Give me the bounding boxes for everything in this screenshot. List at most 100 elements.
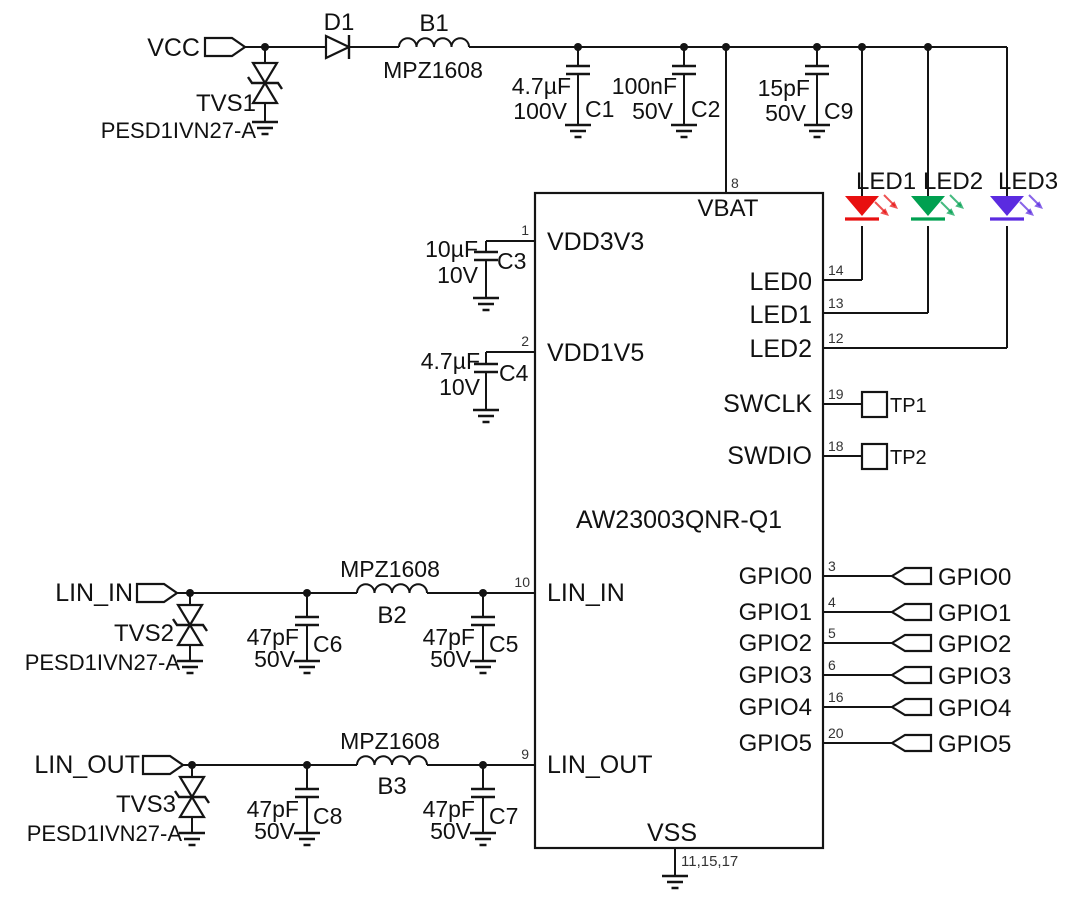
c1-value-label: 4.7µF: [512, 73, 571, 99]
d1-ref-label: D1: [324, 9, 355, 36]
ic-pin-num-lin-out: 9: [521, 746, 529, 762]
tvs1-part-label: PESD1IVN27-A: [101, 118, 257, 143]
c5-ref-label: C5: [489, 631, 518, 657]
ic-pin-label-gpio5: GPIO5: [739, 730, 812, 757]
c5-value-label: 47pF: [423, 624, 475, 650]
gpio0-connector-icon: [890, 566, 933, 586]
c3-ref-label: C3: [497, 248, 526, 274]
led3-symbol: [990, 194, 1043, 221]
gpio5-connector-icon: [890, 733, 933, 753]
c3-rating-label: 10V: [437, 262, 479, 288]
led2-ref-label: LED2: [923, 168, 983, 195]
c7-ref-label: C7: [489, 803, 518, 829]
ic-pin-label-gpio0: GPIO0: [739, 563, 812, 590]
lin-in-net-label: LIN_IN: [55, 579, 133, 607]
junction-dot: [813, 43, 821, 51]
c1-ref-label: C1: [585, 96, 614, 122]
c4-value-label: 4.7µF: [421, 348, 480, 374]
ground-icon: [292, 831, 322, 847]
c4-ref-label: C4: [499, 360, 529, 386]
led3-ref-label: LED3: [998, 168, 1058, 195]
junction-dot: [303, 761, 311, 769]
ic-pin-num-gpio1: 4: [828, 594, 836, 610]
ic-pin-label-vbat: VBAT: [698, 195, 759, 222]
ground-icon: [468, 659, 498, 675]
tp2-pad-icon: [860, 442, 889, 471]
ic-part-number: AW23003QNR-Q1: [576, 506, 782, 534]
ic-pin-label-swdio: SWDIO: [727, 442, 812, 470]
ground-icon: [802, 123, 832, 139]
ground-icon: [563, 123, 593, 139]
gpio5-net-label: GPIO5: [938, 731, 1011, 758]
c2-rating-label: 50V: [632, 98, 674, 124]
ic-pin-num-led2: 12: [828, 330, 844, 346]
c5-rating-label: 50V: [430, 646, 472, 672]
b3-part-label: MPZ1608: [340, 728, 440, 754]
ic-aw23003: AW23003QNR-Q1 VBAT 8 VSS 11,15,17 VDD3V3…: [514, 175, 843, 870]
tvs2-ref-label: TVS2: [114, 620, 174, 647]
gpio4-net-label: GPIO4: [938, 695, 1011, 722]
junction-dot: [479, 589, 487, 597]
tvs1-ref-label: TVS1: [196, 90, 256, 117]
tvs2-part-label: PESD1IVN27-A: [25, 650, 181, 675]
c9-rating-label: 50V: [765, 100, 807, 126]
vcc-input-section: VCC TVS1 PESD1IVN27-A D1 B1 MPZ1608 4.7µ…: [101, 9, 854, 143]
c7-rating-label: 50V: [430, 818, 472, 844]
ic-pin-num-vdd3v3: 1: [521, 222, 529, 238]
c2-ref-label: C2: [691, 96, 720, 122]
tvs3-part-label: PESD1IVN27-A: [27, 821, 183, 846]
ic-pin-label-vdd1v5: VDD1V5: [547, 339, 644, 367]
ic-pin-label-vdd3v3: VDD3V3: [547, 228, 644, 256]
ic-pin-num-gpio4: 16: [828, 689, 844, 705]
tp2-label: TP2: [890, 447, 927, 469]
junction-dot: [186, 589, 194, 597]
tvs2-symbol: [171, 603, 209, 647]
ic-body: [533, 191, 825, 850]
gpio3-connector-icon: [890, 665, 933, 685]
lin-in-section: LIN_IN TVS2 PESD1IVN27-A 47pF 50V C6 MPZ…: [25, 556, 519, 675]
tp1-pad-icon: [860, 390, 889, 419]
c6-rating-label: 50V: [254, 646, 296, 672]
wire-right-pins: [823, 279, 1007, 744]
ic-pin-num-swclk: 19: [828, 386, 844, 402]
b2-part-label: MPZ1608: [340, 556, 440, 582]
ic-pin-num-lin-in: 10: [514, 574, 530, 590]
gpio1-net-label: GPIO1: [938, 600, 1011, 627]
tvs3-symbol: [173, 775, 211, 819]
c1-rating-label: 100V: [513, 98, 567, 124]
junction-dot: [722, 43, 730, 51]
ground-icon: [177, 831, 207, 847]
d1-diode-symbol: [324, 34, 352, 60]
ic-pin-label-gpio4: GPIO4: [739, 694, 812, 721]
lin-in-connector-icon: [135, 582, 179, 604]
ic-pin-label-vss: VSS: [647, 819, 697, 847]
c7-value-label: 47pF: [423, 796, 475, 822]
b3-ferrite-symbol: [356, 755, 428, 766]
b3-ref-label: B3: [377, 773, 406, 800]
ground-icon: [175, 659, 205, 675]
ic-pin-label-led2: LED2: [749, 335, 812, 363]
ground-icon: [471, 408, 501, 424]
lin-out-connector-icon: [141, 754, 185, 776]
lin-out-net-label: LIN_OUT: [34, 751, 140, 779]
junction-dot: [858, 43, 866, 51]
ic-pin-label-led0: LED0: [749, 268, 812, 296]
gpio3-net-label: GPIO3: [938, 663, 1011, 690]
testpoint-section: TP1 TP2: [860, 390, 927, 471]
gpio2-connector-icon: [890, 633, 933, 653]
led1-symbol: [845, 194, 898, 221]
ground-icon: [471, 296, 501, 312]
tp1-label: TP1: [890, 395, 927, 417]
ic-pin-num-led1: 13: [828, 295, 844, 311]
b1-ref-label: B1: [419, 10, 448, 37]
ic-pin-num-led0: 14: [828, 262, 844, 278]
b2-ref-label: B2: [377, 602, 406, 629]
ic-pin-label-gpio2: GPIO2: [739, 630, 812, 657]
ic-pin-num-vdd1v5: 2: [521, 333, 529, 349]
c8-ref-label: C8: [313, 803, 342, 829]
junction-dot: [188, 761, 196, 769]
ground-icon: [468, 831, 498, 847]
junction-dot: [479, 761, 487, 769]
decoupling-section: 10µF 10V C3 4.7µF 10V C4: [421, 236, 529, 424]
